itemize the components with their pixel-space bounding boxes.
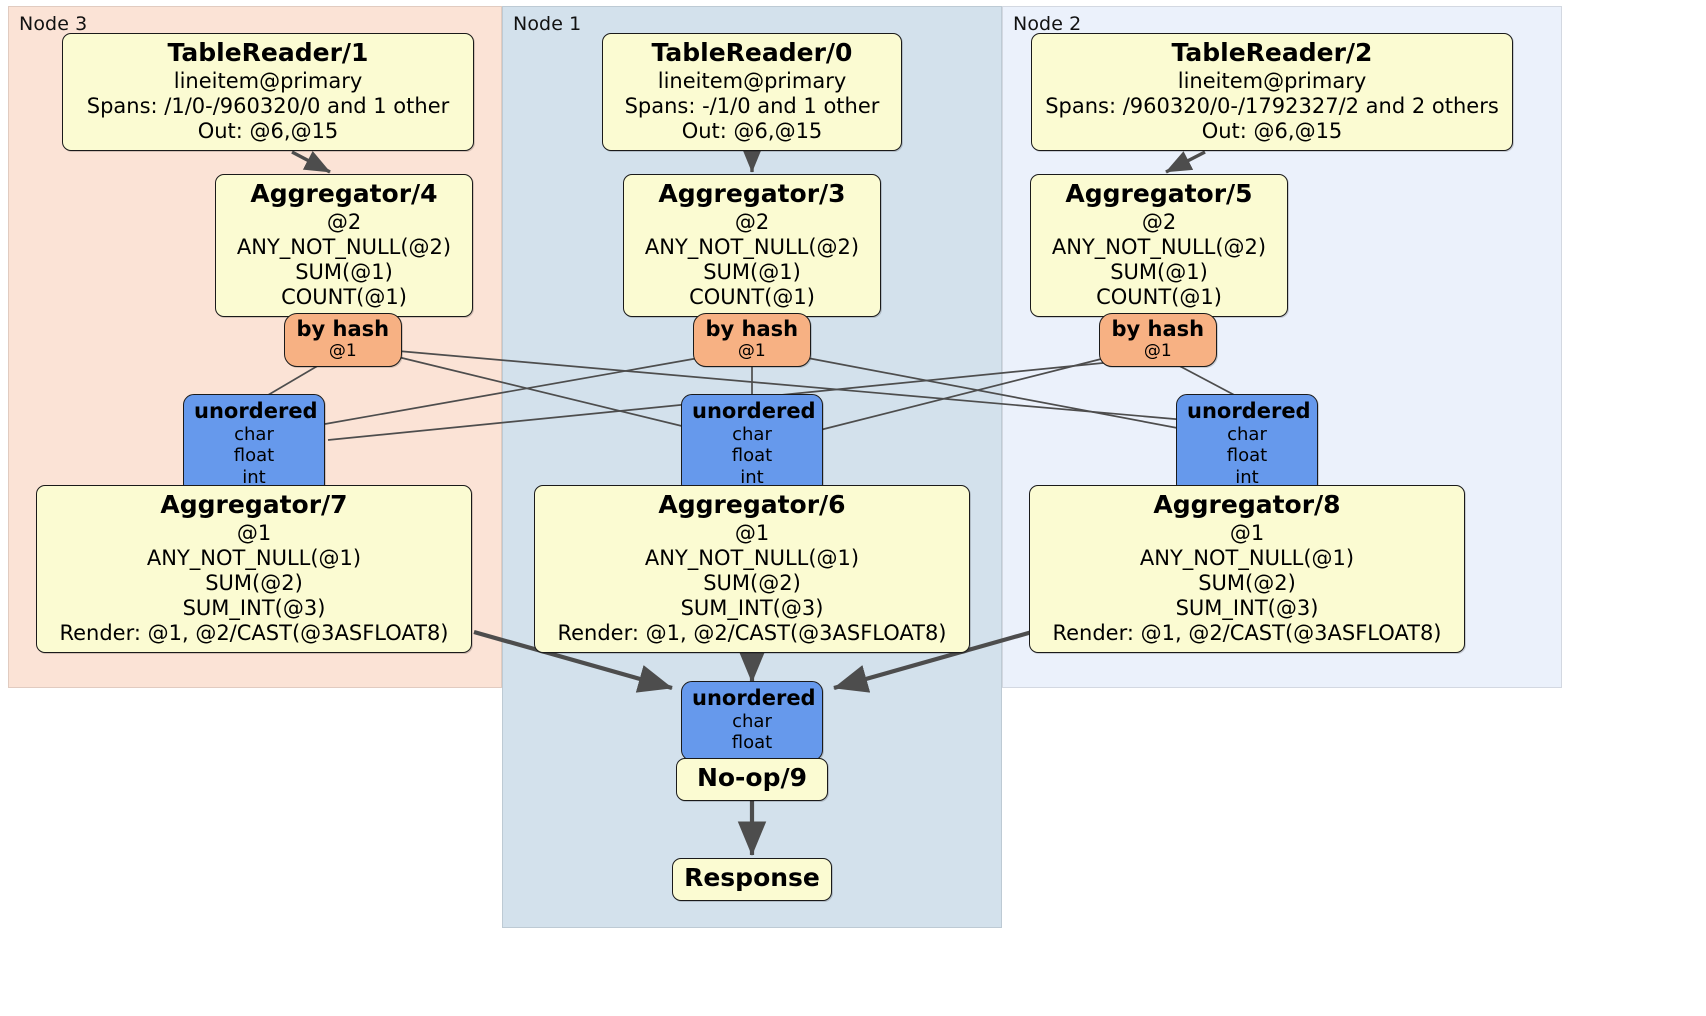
processor-line: @2 <box>1141 209 1177 234</box>
processor-line: ANY_NOT_NULL(@2) <box>236 234 452 259</box>
processor-aggregator-7[interactable]: Aggregator/7 @1 ANY_NOT_NULL(@1) SUM(@2)… <box>36 485 472 654</box>
processor-line: @2 <box>734 209 770 234</box>
node-region-label-node2: Node 2 <box>1013 13 1082 35</box>
receiver-line: int <box>242 466 266 488</box>
input-synchronizer-unordered-final[interactable]: unordered char float <box>681 681 823 761</box>
input-synchronizer-unordered-node3[interactable]: unordered char float int <box>183 394 325 495</box>
processor-line: COUNT(@1) <box>689 285 815 310</box>
processor-line: SUM(@2) <box>205 570 303 595</box>
processor-line: SUM_INT(@3) <box>1175 596 1319 621</box>
receiver-line: int <box>740 466 764 488</box>
processor-render-line: Render: @1, @2/CAST(@3ASFLOAT8) <box>557 621 947 646</box>
receiver-title: unordered <box>692 686 816 710</box>
processor-line: lineitem@primary <box>1177 68 1367 93</box>
router-line: @1 <box>328 340 357 361</box>
processor-line: COUNT(@1) <box>1096 285 1222 310</box>
response-node[interactable]: Response <box>672 858 832 901</box>
output-router-by-hash-node3[interactable]: by hash @1 <box>283 313 403 368</box>
receiver-title: unordered <box>194 399 318 423</box>
router-title: by hash <box>705 317 799 341</box>
processor-line: Out: @6,@15 <box>197 118 339 143</box>
processor-title: Aggregator/5 <box>1065 179 1253 208</box>
processor-line: SUM_INT(@3) <box>182 596 326 621</box>
processor-line: @1 <box>734 520 770 545</box>
processor-line: lineitem@primary <box>657 68 847 93</box>
processor-line: Spans: -/1/0 and 1 other <box>624 93 880 118</box>
output-router-by-hash-node1[interactable]: by hash @1 <box>692 313 812 368</box>
receiver-line: char <box>732 424 772 446</box>
receiver-line: float <box>731 732 773 754</box>
processor-title: TableReader/1 <box>167 38 369 67</box>
processor-aggregator-5[interactable]: Aggregator/5 @2 ANY_NOT_NULL(@2) SUM(@1)… <box>1030 174 1288 318</box>
processor-line: SUM(@1) <box>703 259 801 284</box>
router-title: by hash <box>296 317 390 341</box>
processor-line: SUM(@1) <box>295 259 393 284</box>
processor-line: SUM(@2) <box>703 570 801 595</box>
receiver-line: float <box>233 445 275 467</box>
node-region-label-node3: Node 3 <box>19 13 88 35</box>
processor-line: Out: @6,@15 <box>681 118 823 143</box>
processor-aggregator-8[interactable]: Aggregator/8 @1 ANY_NOT_NULL(@1) SUM(@2)… <box>1029 485 1465 654</box>
processor-line: lineitem@primary <box>173 68 363 93</box>
response-title: Response <box>684 863 820 892</box>
receiver-line: char <box>1227 424 1267 446</box>
processor-line: SUM(@2) <box>1198 570 1296 595</box>
processor-line: COUNT(@1) <box>281 285 407 310</box>
processor-render-line: Render: @1, @2/CAST(@3ASFLOAT8) <box>59 621 449 646</box>
receiver-line: char <box>732 711 772 733</box>
processor-line: Out: @6,@15 <box>1201 118 1343 143</box>
processor-title: Aggregator/8 <box>1153 490 1341 519</box>
processor-table-reader-0[interactable]: TableReader/0 lineitem@primary Spans: -/… <box>602 33 902 152</box>
processor-title: Aggregator/6 <box>658 490 846 519</box>
processor-title: TableReader/2 <box>1171 38 1373 67</box>
router-line: @1 <box>737 340 766 361</box>
processor-title: TableReader/0 <box>651 38 853 67</box>
receiver-line: int <box>1235 466 1259 488</box>
processor-line: Spans: /1/0-/960320/0 and 1 other <box>86 93 450 118</box>
processor-line: SUM(@1) <box>1110 259 1208 284</box>
processor-line: ANY_NOT_NULL(@1) <box>644 545 860 570</box>
router-line: @1 <box>1143 340 1172 361</box>
receiver-line: char <box>234 424 274 446</box>
processor-line: @1 <box>236 520 272 545</box>
input-synchronizer-unordered-node1[interactable]: unordered char float int <box>681 394 823 495</box>
router-title: by hash <box>1111 317 1205 341</box>
receiver-line: float <box>1226 445 1268 467</box>
processor-title: Aggregator/3 <box>658 179 846 208</box>
processor-title: Aggregator/4 <box>250 179 438 208</box>
receiver-title: unordered <box>692 399 816 423</box>
processor-aggregator-3[interactable]: Aggregator/3 @2 ANY_NOT_NULL(@2) SUM(@1)… <box>623 174 881 318</box>
node-region-label-node1: Node 1 <box>513 13 582 35</box>
input-synchronizer-unordered-node2[interactable]: unordered char float int <box>1176 394 1318 495</box>
processor-line: Spans: /960320/0-/1792327/2 and 2 others <box>1045 93 1499 118</box>
processor-line: ANY_NOT_NULL(@2) <box>1051 234 1267 259</box>
processor-aggregator-4[interactable]: Aggregator/4 @2 ANY_NOT_NULL(@2) SUM(@1)… <box>215 174 473 318</box>
processor-aggregator-6[interactable]: Aggregator/6 @1 ANY_NOT_NULL(@1) SUM(@2)… <box>534 485 970 654</box>
processor-line: SUM_INT(@3) <box>680 596 824 621</box>
processor-line: ANY_NOT_NULL(@2) <box>644 234 860 259</box>
receiver-title: unordered <box>1187 399 1311 423</box>
processor-title: No-op/9 <box>696 763 808 792</box>
processor-table-reader-2[interactable]: TableReader/2 lineitem@primary Spans: /9… <box>1031 33 1513 152</box>
processor-no-op-9[interactable]: No-op/9 <box>676 758 828 801</box>
processor-table-reader-1[interactable]: TableReader/1 lineitem@primary Spans: /1… <box>62 33 474 152</box>
processor-line: ANY_NOT_NULL(@1) <box>146 545 362 570</box>
processor-title: Aggregator/7 <box>160 490 348 519</box>
processor-line: @1 <box>1229 520 1265 545</box>
processor-line: ANY_NOT_NULL(@1) <box>1139 545 1355 570</box>
output-router-by-hash-node2[interactable]: by hash @1 <box>1098 313 1218 368</box>
processor-render-line: Render: @1, @2/CAST(@3ASFLOAT8) <box>1052 621 1442 646</box>
receiver-line: float <box>731 445 773 467</box>
processor-line: @2 <box>326 209 362 234</box>
